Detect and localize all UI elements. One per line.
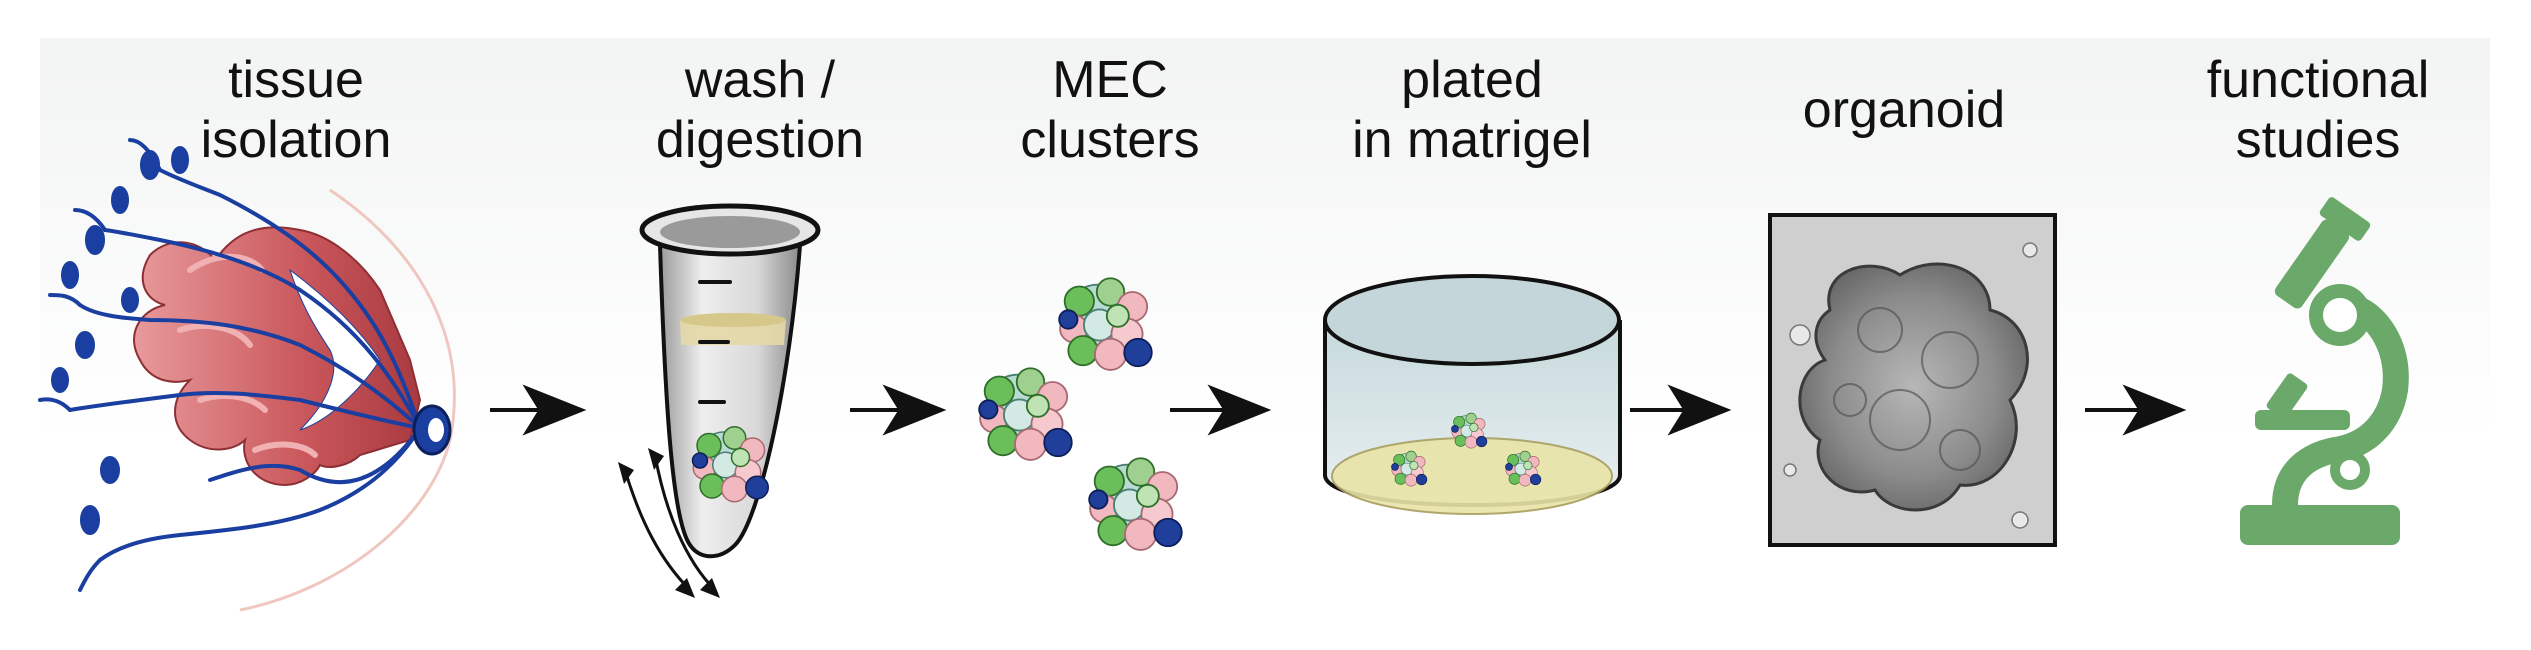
step-3-line-2: clusters bbox=[1020, 111, 1200, 169]
tube-icon bbox=[618, 203, 821, 598]
matrigel-dish-icon bbox=[1323, 274, 1622, 515]
step-4-line-2: in matrigel bbox=[1352, 111, 1592, 169]
step-2-line-1: wash / bbox=[684, 51, 836, 109]
step-6-line-2: studies bbox=[2235, 111, 2401, 169]
step-1-line-2: isolation bbox=[200, 111, 392, 169]
step-5-line-1: organoid bbox=[1802, 81, 2006, 139]
microscope-icon bbox=[2240, 197, 2409, 545]
step-label-tissue-isolation: tissue isolation bbox=[136, 50, 456, 170]
breast-tissue-icon bbox=[38, 138, 456, 612]
organoid-micrograph bbox=[1768, 213, 2057, 547]
step-3-line-1: MEC bbox=[1052, 51, 1168, 109]
step-2-line-2: digestion bbox=[655, 111, 865, 169]
step-label-plated-in-matrigel: plated in matrigel bbox=[1312, 50, 1632, 170]
step-label-wash-digestion: wash / digestion bbox=[600, 50, 920, 170]
step-label-organoid: organoid bbox=[1744, 80, 2064, 140]
figure-panel bbox=[40, 38, 2490, 610]
step-1-line-1: tissue bbox=[228, 51, 364, 109]
step-label-mec-clusters: MEC clusters bbox=[950, 50, 1270, 170]
step-label-functional-studies: functional studies bbox=[2158, 50, 2478, 170]
step-4-line-1: plated bbox=[1401, 51, 1543, 109]
step-6-line-1: functional bbox=[2206, 51, 2430, 109]
cell-clusters-icon bbox=[978, 277, 1183, 551]
